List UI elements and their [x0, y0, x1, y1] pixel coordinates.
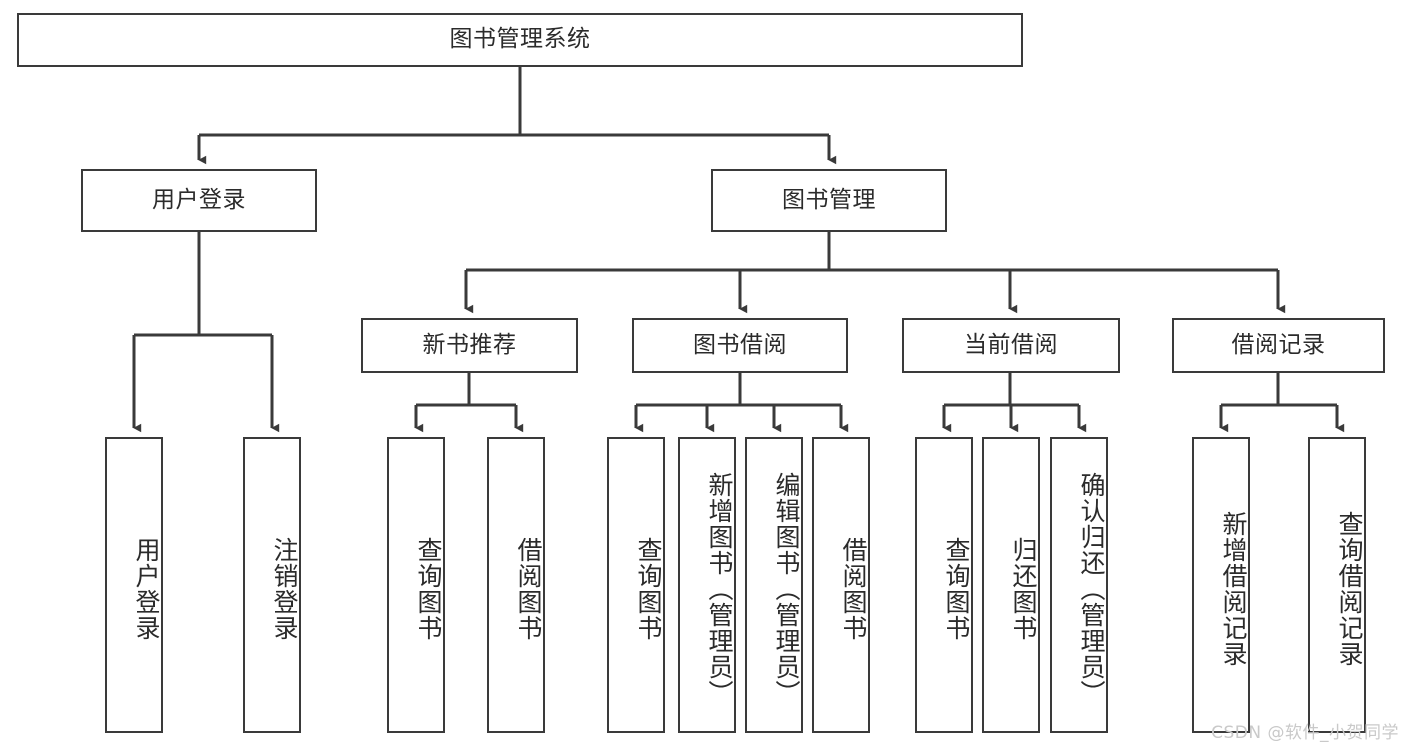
- node-book-borrow[interactable]: 图书借阅: [632, 318, 848, 373]
- node-leaf-add-record[interactable]: 新增借阅记录: [1192, 437, 1250, 733]
- node-new-book-recommend[interactable]: 新书推荐: [361, 318, 578, 373]
- leaf-label: 借阅图书: [514, 537, 543, 641]
- node-leaf-query-book-2[interactable]: 查询图书: [607, 437, 665, 733]
- leaf-label: 新增图书（管理员）: [705, 472, 734, 706]
- watermark-text: CSDN @软件_小贺同学: [1211, 723, 1399, 743]
- node-leaf-return-book[interactable]: 归还图书: [982, 437, 1040, 733]
- leaf-label: 借阅图书: [839, 537, 868, 641]
- node-leaf-borrow-book-2[interactable]: 借阅图书: [812, 437, 870, 733]
- node-leaf-logout-login[interactable]: 注销登录: [243, 437, 301, 733]
- node-leaf-user-login[interactable]: 用户登录: [105, 437, 163, 733]
- node-book-manage[interactable]: 图书管理: [711, 169, 947, 232]
- node-leaf-borrow-book-1[interactable]: 借阅图书: [487, 437, 545, 733]
- node-leaf-add-book[interactable]: 新增图书（管理员）: [678, 437, 736, 733]
- node-current-borrow[interactable]: 当前借阅: [902, 318, 1120, 373]
- node-leaf-edit-book[interactable]: 编辑图书（管理员）: [745, 437, 803, 733]
- leaf-label: 用户登录: [132, 537, 161, 641]
- leaf-label: 查询图书: [414, 537, 443, 641]
- leaf-label: 确认归还（管理员）: [1077, 472, 1106, 706]
- leaf-label: 归还图书: [1009, 537, 1038, 641]
- node-user-login[interactable]: 用户登录: [81, 169, 317, 232]
- leaf-label: 注销登录: [270, 537, 299, 641]
- node-borrow-record[interactable]: 借阅记录: [1172, 318, 1385, 373]
- node-root[interactable]: 图书管理系统: [17, 13, 1023, 67]
- node-leaf-confirm-return[interactable]: 确认归还（管理员）: [1050, 437, 1108, 733]
- node-leaf-query-book-1[interactable]: 查询图书: [387, 437, 445, 733]
- leaf-label: 查询图书: [634, 537, 663, 641]
- leaf-label: 新增借阅记录: [1219, 511, 1248, 667]
- leaf-label: 编辑图书（管理员）: [772, 472, 801, 706]
- leaf-label: 查询图书: [942, 537, 971, 641]
- node-leaf-query-book-3[interactable]: 查询图书: [915, 437, 973, 733]
- node-leaf-query-record[interactable]: 查询借阅记录: [1308, 437, 1366, 733]
- leaf-label: 查询借阅记录: [1335, 511, 1364, 667]
